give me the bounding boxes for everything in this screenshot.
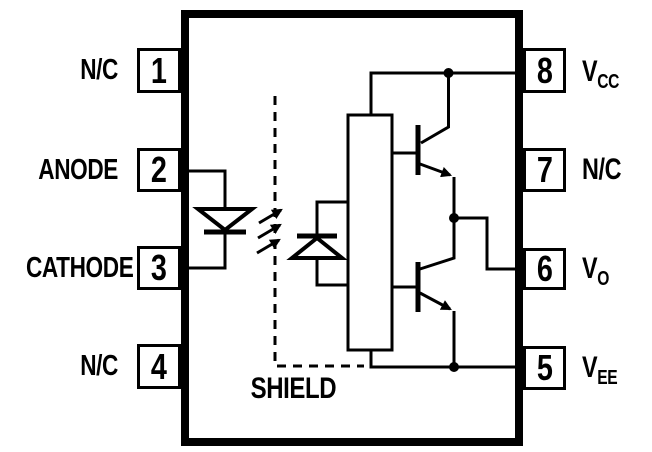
pin-6-label: VO	[582, 252, 609, 291]
led-emitter-diode	[192, 207, 258, 235]
pin-1-label: N/C	[80, 54, 118, 86]
photodiode	[286, 233, 348, 260]
pin-4-number: 4	[151, 345, 167, 387]
pin-8-box: 8	[523, 48, 566, 93]
pin-5-label-sub: EE	[597, 367, 618, 389]
pin-2-box: 2	[137, 148, 181, 192]
pin-3-box: 3	[137, 246, 181, 290]
pin-8-number: 8	[536, 49, 553, 91]
light-arrows-icon	[256, 208, 283, 255]
pin-1-box: 1	[137, 48, 181, 93]
pin-3-number: 3	[151, 247, 167, 288]
amplifier-box	[346, 113, 394, 352]
vcc-wire	[369, 71, 516, 115]
pin-5-label-base: V	[582, 351, 598, 384]
cathode-wire	[186, 232, 227, 270]
pin-7-box: 7	[523, 148, 566, 192]
pin-7-label-base: N/C	[582, 153, 622, 186]
vo-wire	[454, 216, 516, 271]
pin-5-label: VEE	[582, 351, 618, 390]
pin-6-label-sub: O	[597, 268, 609, 290]
pin-6-label-base: V	[582, 252, 598, 285]
pin-6-number: 6	[536, 248, 553, 289]
pin-6-box: 6	[523, 248, 566, 290]
pin-4-label: N/C	[80, 350, 118, 382]
pin-1-number: 1	[151, 49, 167, 91]
pin-5-box: 5	[523, 346, 566, 390]
pin-2-label: ANODE	[38, 154, 118, 186]
pin-7-label: N/C	[582, 153, 622, 188]
transistor-q1	[392, 73, 456, 218]
photodiode-top-wire	[315, 200, 348, 234]
vee-wire	[369, 350, 516, 369]
pin-8-label: VCC	[582, 55, 619, 94]
anode-wire	[186, 169, 227, 209]
shield-label: SHIELD	[250, 372, 337, 405]
pin-8-label-base: V	[582, 55, 598, 88]
pin-8-label-sub: CC	[597, 71, 619, 93]
ic-body-outline	[181, 10, 523, 446]
photodiode-bottom-wire	[315, 257, 348, 287]
transistor-q2	[392, 218, 456, 367]
vee-junction-dot	[449, 362, 459, 372]
pin-4-box: 4	[137, 344, 181, 389]
pin-2-number: 2	[151, 149, 167, 190]
pin-7-number: 7	[536, 149, 553, 190]
pin-5-number: 5	[536, 347, 553, 388]
pin-3-label: CATHODE	[25, 252, 134, 284]
